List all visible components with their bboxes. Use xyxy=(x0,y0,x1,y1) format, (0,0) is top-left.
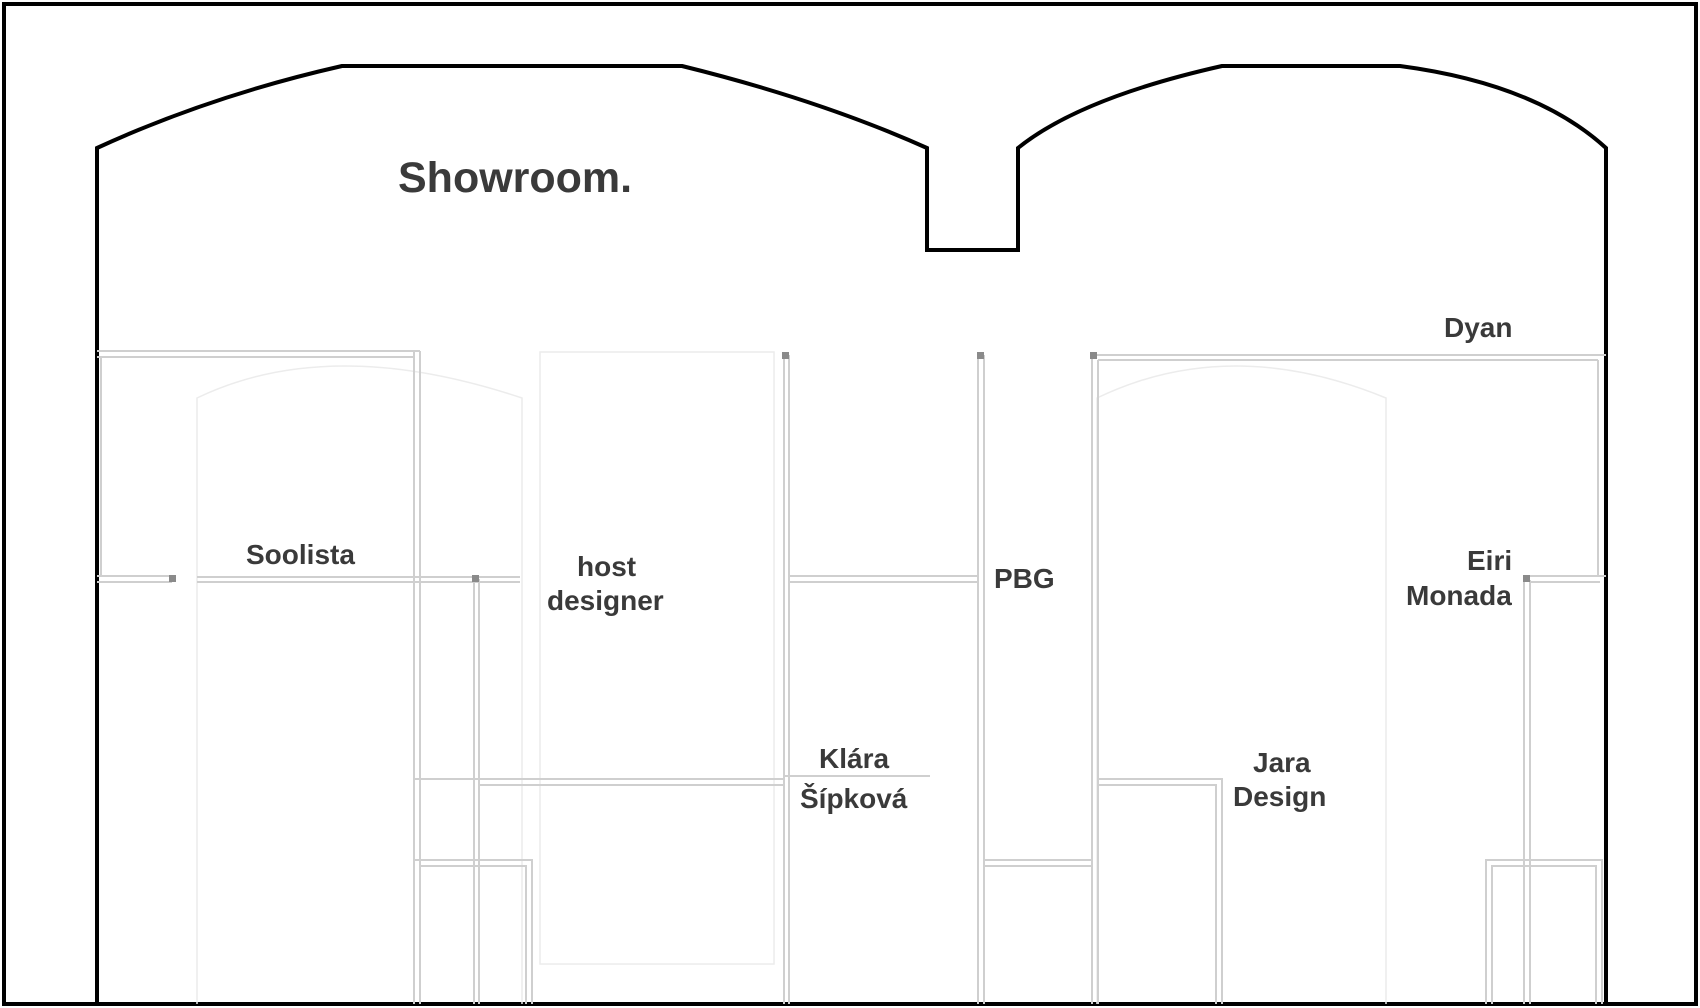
booth-label-dyan: Dyan xyxy=(1444,312,1512,343)
booth-label-jara-line2: Design xyxy=(1233,781,1326,812)
booth-label-soolista: Soolista xyxy=(246,539,355,570)
booth-label-host-line2: designer xyxy=(547,585,664,616)
right-bay-partitions xyxy=(984,354,1606,1004)
booth-label-pbg: PBG xyxy=(994,563,1055,594)
posts xyxy=(169,352,1530,582)
booth-label-eiri-line2: Monada xyxy=(1406,580,1512,611)
building-outline xyxy=(95,64,1608,1004)
booth-label-jara-line1: Jara xyxy=(1253,747,1311,778)
booth-label-klara-line1: Klára xyxy=(819,743,889,774)
center-zone xyxy=(539,351,775,965)
booth-label-eiri-line1: Eiri xyxy=(1467,545,1512,576)
arch-zone-right xyxy=(1096,365,1387,1004)
plan-title: Showroom. xyxy=(398,154,632,202)
booth-label-klara-line2: Šípková xyxy=(800,782,908,814)
center-partitions xyxy=(783,355,985,1004)
booth-label-host-line1: host xyxy=(577,551,636,582)
arch-zone-left xyxy=(196,365,523,1004)
left-bay-partitions xyxy=(97,350,930,1004)
